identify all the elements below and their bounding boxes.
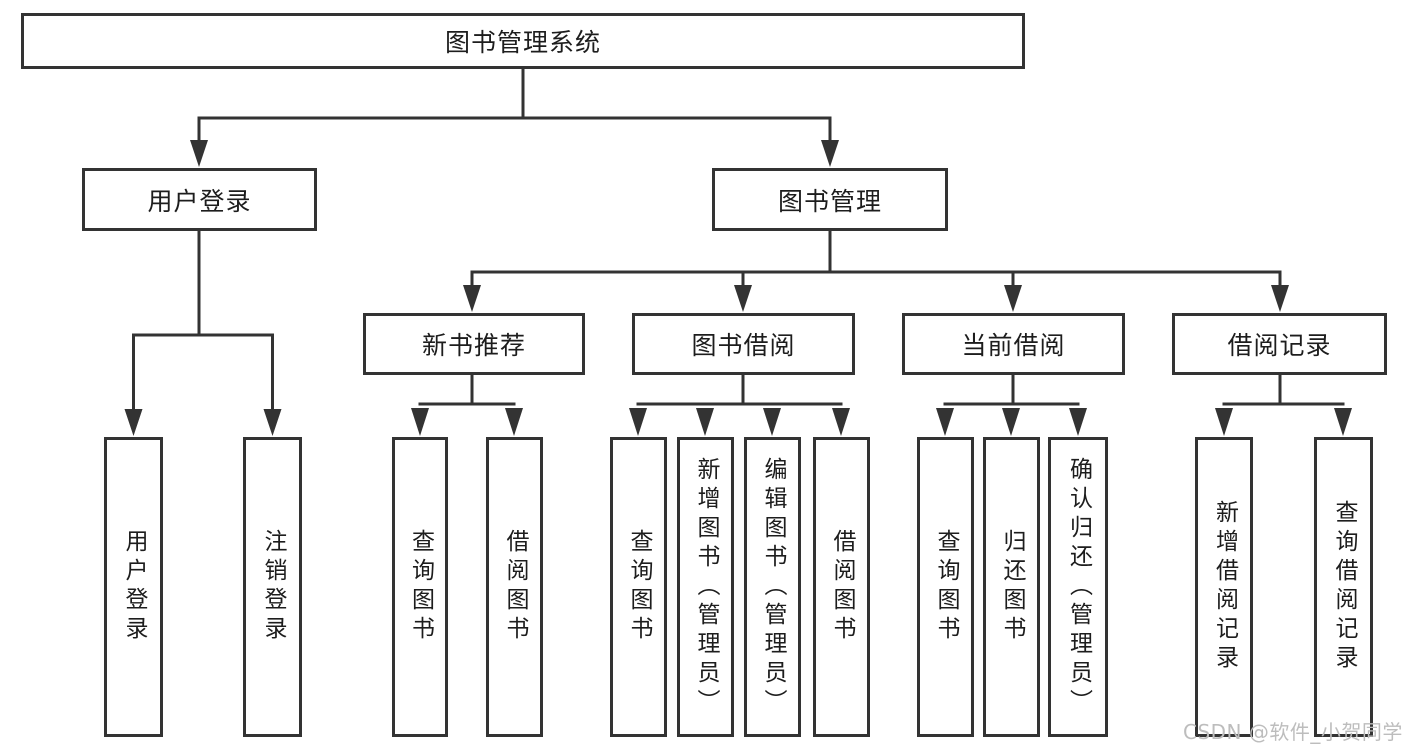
leaf-return-book: 归还图书: [983, 437, 1040, 737]
node-root-label: 图书管理系统: [444, 28, 601, 57]
leaf-query-books-under-recommendation: 查询图书: [392, 437, 448, 737]
leaf-logout-label: 注销登录: [260, 529, 286, 645]
leaf-query-borrow-record-label: 查询借阅记录: [1331, 500, 1357, 674]
leaf-return-book-label: 归还图书: [999, 529, 1025, 645]
node-user-login: 用户登录: [82, 168, 317, 231]
leaf-query-borrow-record: 查询借阅记录: [1314, 437, 1373, 737]
node-current-borrowing-label: 当前借阅: [961, 331, 1066, 360]
node-new-book-recommendation-label: 新书推荐: [421, 331, 526, 360]
leaf-query-books-under-current: 查询图书: [917, 437, 974, 737]
node-book-management: 图书管理: [712, 168, 948, 231]
csdn-watermark: CSDN @软件_小贺同学: [1183, 720, 1403, 744]
leaf-confirm-return-admin-label: 确认归还（管理员）: [1065, 456, 1092, 718]
leaf-borrow-books-label: 借阅图书: [502, 529, 528, 645]
leaf-add-book-admin-label: 新增图书（管理员）: [693, 456, 719, 718]
node-new-book-recommendation: 新书推荐: [363, 313, 585, 375]
leaf-query-books-label: 查询图书: [407, 529, 434, 645]
leaf-query-books-label: 查询图书: [933, 529, 959, 645]
node-current-borrowing: 当前借阅: [902, 313, 1125, 375]
node-borrowing-records-label: 借阅记录: [1227, 331, 1332, 360]
node-root: 图书管理系统: [21, 13, 1025, 69]
node-book-borrowing: 图书借阅: [632, 313, 855, 375]
leaf-add-borrow-record: 新增借阅记录: [1195, 437, 1253, 737]
node-book-management-label: 图书管理: [777, 186, 882, 216]
leaf-logout: 注销登录: [243, 437, 302, 737]
leaf-add-book-admin: 新增图书（管理员）: [677, 437, 734, 737]
node-user-login-label: 用户登录: [147, 186, 252, 216]
leaf-edit-book-admin-label: 编辑图书（管理员）: [760, 456, 786, 718]
leaf-borrow-books-under-borrowing: 借阅图书: [813, 437, 870, 737]
leaf-add-borrow-record-label: 新增借阅记录: [1211, 500, 1238, 674]
leaf-query-books-label: 查询图书: [626, 529, 652, 645]
leaf-confirm-return-admin: 确认归还（管理员）: [1048, 437, 1108, 737]
leaf-edit-book-admin: 编辑图书（管理员）: [744, 437, 801, 737]
leaf-user-login: 用户登录: [104, 437, 163, 737]
leaf-user-login-label: 用户登录: [121, 529, 147, 645]
node-book-borrowing-label: 图书借阅: [691, 331, 796, 360]
leaf-query-books-under-borrowing: 查询图书: [610, 437, 667, 737]
node-borrowing-records: 借阅记录: [1172, 313, 1387, 375]
leaf-borrow-books-under-recommendation: 借阅图书: [486, 437, 543, 737]
leaf-borrow-books-label: 借阅图书: [829, 529, 855, 645]
